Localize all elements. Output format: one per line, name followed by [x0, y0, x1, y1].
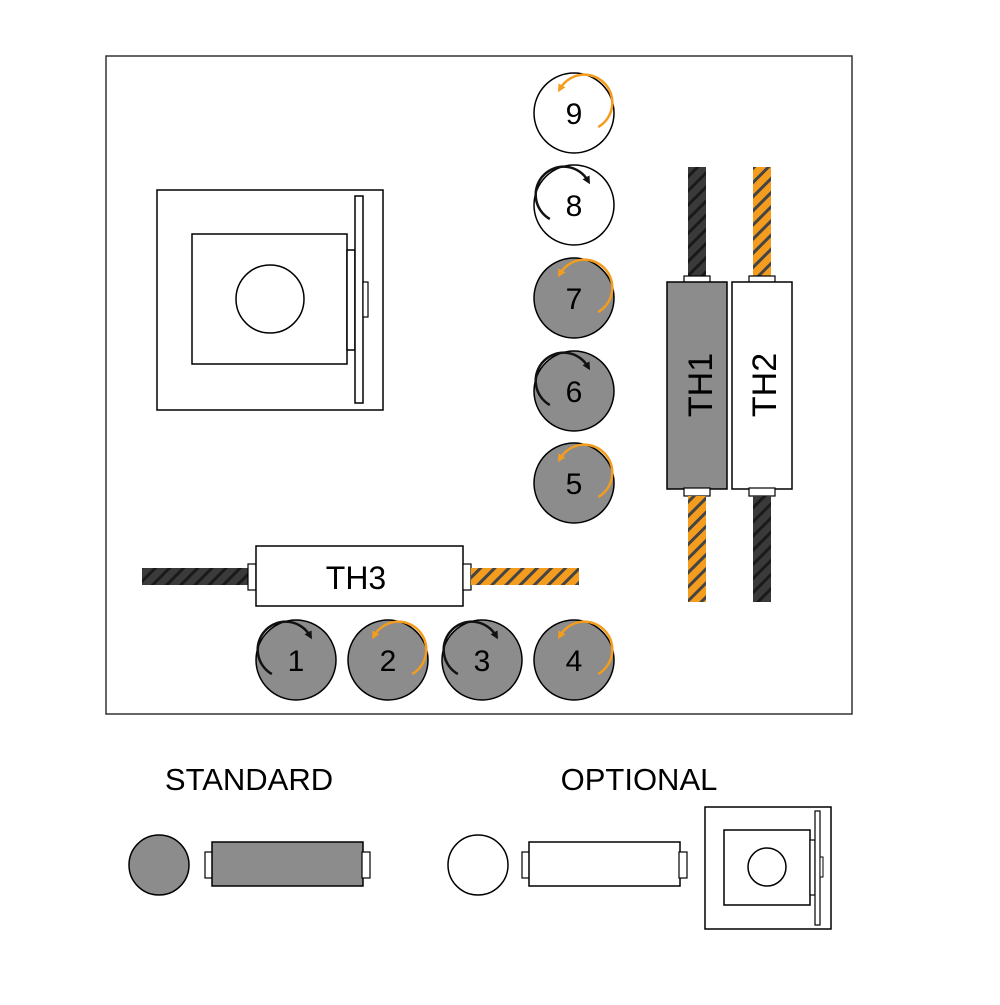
th2-label: TH2	[746, 353, 784, 417]
bracket-hole-icon	[235, 264, 305, 334]
knob-body	[533, 72, 615, 154]
legend-standard-knob-icon	[128, 834, 190, 896]
legend-optional-label: OPTIONAL	[561, 762, 718, 797]
legend-optional-knob-icon	[447, 834, 509, 896]
th1-bottom-lead	[688, 496, 706, 602]
th1-body	[666, 281, 728, 490]
rotate-cw-arrow-icon	[534, 165, 590, 221]
knob-body	[533, 442, 615, 524]
rotate-ccw-arrow-icon	[372, 620, 428, 676]
knob-label: 7	[566, 283, 583, 316]
th2-top-lead	[753, 167, 771, 277]
knob-label: 5	[566, 468, 583, 501]
thermostat-th3: TH3	[142, 545, 579, 607]
th3-right-lead	[471, 568, 579, 585]
knob-body	[533, 164, 615, 246]
thermostat-th2: TH2	[731, 167, 793, 602]
rotate-cw-arrow-icon	[442, 620, 498, 676]
th3-left-lead	[142, 568, 250, 585]
legend-standard-thermostat-icon	[204, 841, 371, 887]
mounting-bracket	[156, 189, 384, 411]
knob-body	[533, 257, 615, 339]
rotate-ccw-arrow-icon	[558, 73, 614, 129]
thermostat-th1: TH1	[666, 167, 728, 602]
knob-label: 9	[566, 98, 583, 131]
rotate-ccw-arrow-icon	[558, 258, 614, 314]
legend-standard-label: STANDARD	[165, 762, 333, 797]
knob-4: 4	[533, 619, 615, 701]
th2-body	[731, 281, 793, 490]
knob-group: 1 2 3 4 5 6 7 8 9	[255, 72, 615, 701]
legend-optional-bracket-icon	[704, 806, 832, 930]
rotate-cw-arrow-icon	[534, 351, 590, 407]
th1-label: TH1	[682, 353, 720, 417]
knob-2: 2	[347, 619, 429, 701]
legend-optional-thermostat-icon	[521, 841, 688, 887]
knob-label: 8	[566, 190, 583, 223]
rotate-ccw-arrow-icon	[558, 620, 614, 676]
knob-label: 3	[474, 645, 491, 678]
knob-body	[533, 619, 615, 701]
knob-body	[347, 619, 429, 701]
knob-9: 9	[533, 72, 615, 154]
knob-label: 4	[566, 645, 583, 678]
knob-label: 6	[566, 376, 583, 409]
rotate-cw-arrow-icon	[256, 620, 312, 676]
knob-body	[533, 350, 615, 432]
knob-3: 3	[441, 619, 523, 701]
rotate-ccw-arrow-icon	[558, 443, 614, 499]
knob-8: 8	[533, 164, 615, 246]
th3-body	[255, 545, 464, 607]
th2-bottom-lead	[753, 496, 771, 602]
knob-7: 7	[533, 257, 615, 339]
th3-label: TH3	[326, 560, 386, 596]
knob-label: 2	[380, 645, 397, 678]
legend: STANDARD OPTIONAL	[128, 762, 832, 930]
knob-1: 1	[255, 619, 337, 701]
knob-body	[441, 619, 523, 701]
knob-6: 6	[533, 350, 615, 432]
knob-label: 1	[288, 645, 305, 678]
knob-5: 5	[533, 442, 615, 524]
knob-body	[255, 619, 337, 701]
th1-top-lead	[688, 167, 706, 277]
